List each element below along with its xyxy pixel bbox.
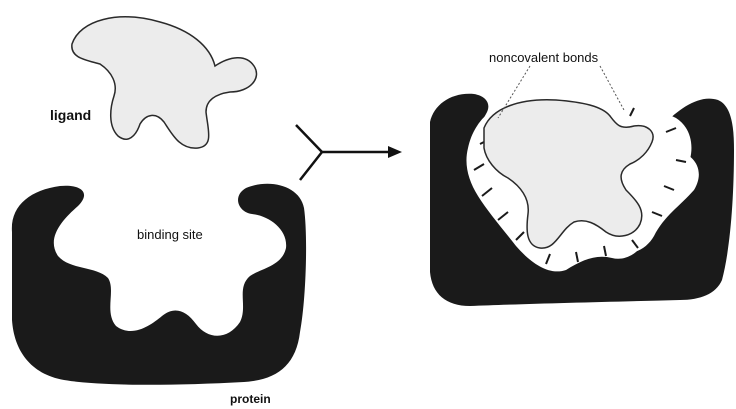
reaction-arrow (296, 125, 402, 180)
noncovalent-bonds-label: noncovalent bonds (489, 50, 598, 65)
binding-site-label: binding site (137, 226, 207, 244)
free-protein (12, 184, 306, 385)
ligand-label: ligand (50, 107, 91, 123)
protein-label: protein (230, 392, 271, 406)
free-ligand (72, 17, 257, 148)
